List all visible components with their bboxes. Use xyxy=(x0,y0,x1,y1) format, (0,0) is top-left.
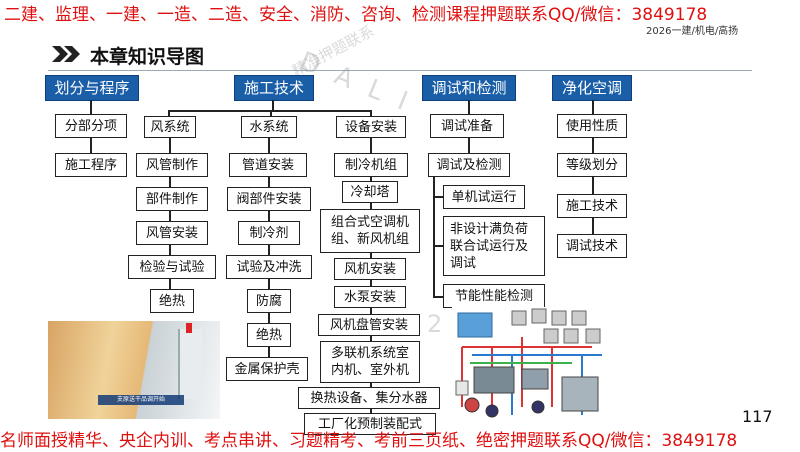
node-equip-9: 工厂化预制装配式 xyxy=(304,413,436,435)
bottom-contact-banner: 名师面授精华、央企内训、考点串讲、习题精考、考前三页纸、绝密押题联系QQ/微信：… xyxy=(0,431,738,451)
node-water-1: 管道安装 xyxy=(229,153,307,177)
node-equip-4: 风机安装 xyxy=(334,258,406,280)
header-clean: 净化空调 xyxy=(552,75,632,101)
node-clean-3: 施工技术 xyxy=(557,194,627,218)
node-equip-1: 制冷机组 xyxy=(334,153,408,177)
node-water-5: 防腐 xyxy=(247,289,291,313)
node-wind-3: 风管安装 xyxy=(136,221,208,245)
node-test-main: 调试及检测 xyxy=(428,153,510,177)
node-equip-7: 多联机系统室内机、室外机 xyxy=(320,341,420,383)
node-equip-2: 冷却塔 xyxy=(342,181,398,203)
node-wind-2: 部件制作 xyxy=(136,187,208,211)
node-equip-5: 水泵安装 xyxy=(334,286,406,308)
node-wind-system: 风系统 xyxy=(144,116,196,138)
node-wind-1: 风管制作 xyxy=(136,153,208,177)
duct-fabrication-photo: 支原送干品调开始 xyxy=(48,321,220,419)
title-divider xyxy=(48,70,752,71)
photo-caption: 支原送干品调开始 xyxy=(98,395,184,405)
header-testing: 调试和检测 xyxy=(422,75,516,101)
page-number: 117 xyxy=(742,407,773,426)
node-water-4: 试验及冲洗 xyxy=(226,255,312,279)
header-division: 划分与程序 xyxy=(45,75,139,101)
node-wind-5: 绝热 xyxy=(150,289,194,313)
hvac-system-diagram xyxy=(452,307,612,427)
header-course-label: 2026一建/机电/高扬 xyxy=(646,26,739,37)
watermark-bg: DALI xyxy=(295,46,429,124)
node-equipment: 设备安装 xyxy=(336,116,406,138)
node-water-7: 金属保护壳 xyxy=(226,357,308,381)
node-water-3: 制冷剂 xyxy=(238,221,300,245)
watermark-number: 2 xyxy=(427,310,443,338)
node-equip-6: 风机盘管安装 xyxy=(318,314,420,336)
node-clean-2: 等级划分 xyxy=(557,153,627,177)
node-division-1: 分部分项 xyxy=(55,114,127,138)
node-division-2: 施工程序 xyxy=(55,153,127,177)
header-construction: 施工技术 xyxy=(234,75,314,101)
node-water-2: 阀部件安装 xyxy=(227,187,311,211)
node-test-sub-3: 节能性能检测 xyxy=(443,284,545,308)
node-wind-4: 检验与试验 xyxy=(128,255,216,279)
node-test-prep: 调试准备 xyxy=(430,114,504,138)
page-title: 本章知识导图 xyxy=(90,46,205,68)
node-test-sub-1: 单机试运行 xyxy=(443,185,525,209)
node-test-sub-2: 非设计满负荷联合试运行及调试 xyxy=(443,216,545,276)
node-water-system: 水系统 xyxy=(241,116,297,138)
node-equip-8: 换热设备、集分水器 xyxy=(298,387,440,409)
node-water-6: 绝热 xyxy=(247,323,291,347)
top-contact-banner: 二建、监理、一建、一造、二造、安全、消防、咨询、检测课程押题联系QQ/微信：38… xyxy=(4,5,708,25)
node-clean-1: 使用性质 xyxy=(557,114,627,138)
node-clean-4: 调试技术 xyxy=(557,234,627,258)
node-equip-3: 组合式空调机组、新风机组 xyxy=(320,209,420,253)
chevron-icon xyxy=(50,44,84,64)
